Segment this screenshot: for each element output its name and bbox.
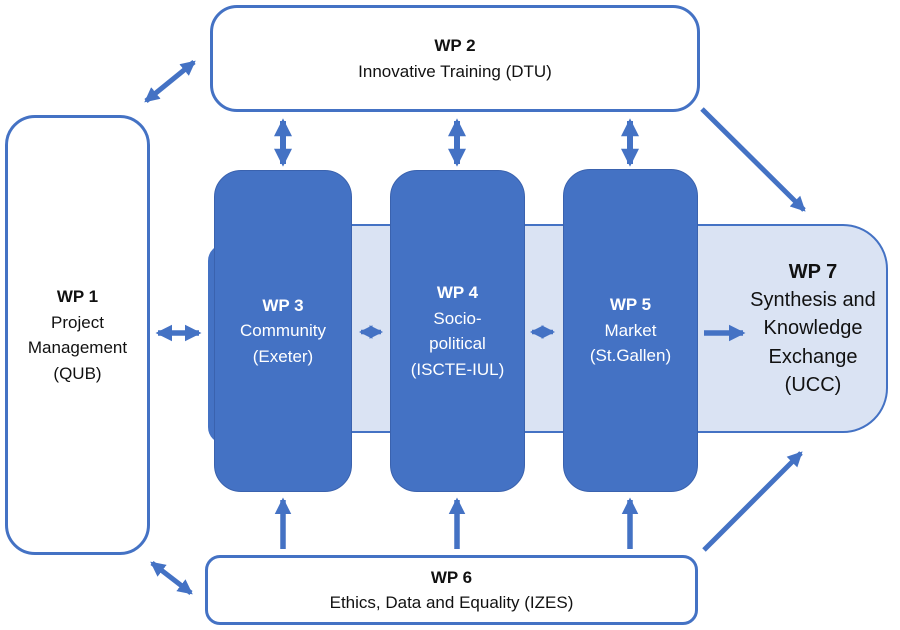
wp5-subtitle: Market (St.Gallen) (589, 320, 672, 366)
wp2-subtitle: Innovative Training (DTU) (358, 61, 552, 81)
wp3-title: WP 3 (262, 295, 304, 315)
arrow-wp6-wp7 (702, 451, 803, 552)
arrow-wp1-wp6 (150, 561, 193, 595)
wp6-title: WP 6 (430, 567, 473, 587)
wp6-subtitle: Ethics, Data and Equality (IZES) (329, 593, 574, 612)
wp2-box: WP 2 Innovative Training (DTU) (210, 5, 700, 112)
wp7-subtitle: Synthesis and Knowledge Exchange (UCC) (750, 288, 876, 397)
wp5-title: WP 5 (609, 295, 652, 315)
wp4-box: WP 4 Socio- political (ISCTE-IUL) (390, 170, 525, 492)
wp3-subtitle: Community (Exeter) (240, 321, 326, 366)
wp3-box: WP 3 Community (Exeter) (214, 170, 352, 492)
wp7-box: WP 7 Synthesis and Knowledge Exchange (U… (728, 224, 898, 433)
wp1-box: WP 1 Project Management (QUB) (5, 115, 150, 555)
wp4-title: WP 4 (436, 283, 479, 302)
wp1-subtitle: Project Management (QUB) (27, 312, 128, 383)
wp5-box: WP 5 Market (St.Gallen) (563, 169, 698, 492)
wp7-title: WP 7 (788, 260, 838, 283)
wp2-title: WP 2 (434, 36, 476, 55)
arrow-wp2-wp7 (700, 107, 806, 212)
wp4-subtitle: Socio- political (ISCTE-IUL) (410, 308, 505, 379)
arrow-wp1-wp2 (144, 60, 196, 103)
wp1-title: WP 1 (56, 287, 99, 306)
wp6-box: WP 6 Ethics, Data and Equality (IZES) (205, 555, 698, 625)
